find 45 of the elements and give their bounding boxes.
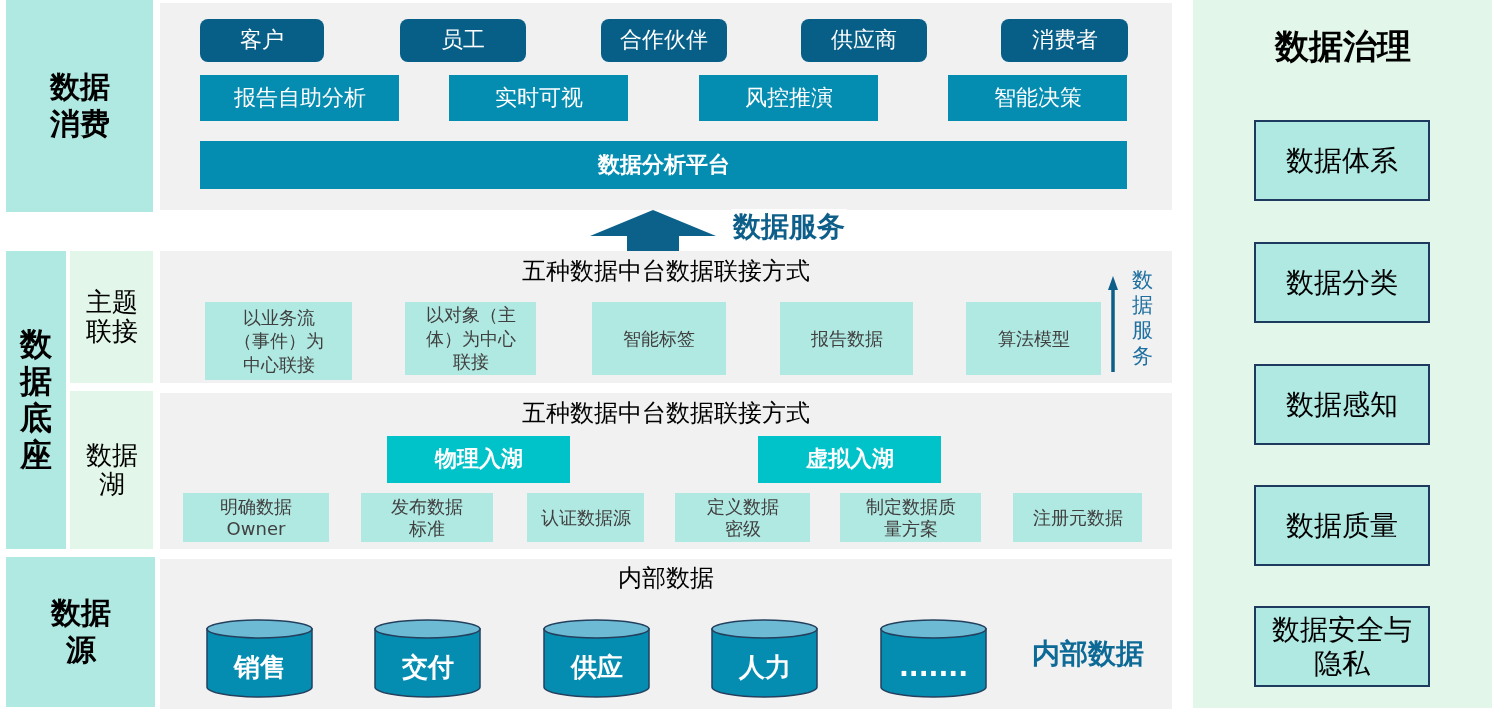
governance-panel xyxy=(1193,0,1492,708)
vertical-label: 数据服务 xyxy=(1131,268,1153,369)
panel-title: 数据治理 xyxy=(1274,26,1411,67)
role-tag: 员工 xyxy=(400,19,526,62)
governance-item-box: 数据分类 xyxy=(1254,242,1430,323)
layer-panel xyxy=(160,251,1172,383)
governance-step-box: 制定数据质量方案 xyxy=(840,493,981,542)
sublayer-label: 数据湖 xyxy=(70,391,153,549)
governance-step-box: 发布数据标准 xyxy=(361,493,493,542)
governance-item-box: 数据体系 xyxy=(1254,120,1430,201)
panel-heading: 内部数据 xyxy=(618,564,714,593)
application-box: 实时可视 xyxy=(449,75,628,121)
governance-item-box: 数据安全与隐私 xyxy=(1254,606,1430,687)
layer-panel xyxy=(160,393,1172,549)
panel-heading: 五种数据中台数据联接方式 xyxy=(522,399,810,428)
layer-label: 数据底座 xyxy=(6,251,66,549)
governance-item-box: 数据质量 xyxy=(1254,485,1430,566)
connection-type-box: 智能标签 xyxy=(592,302,726,375)
connection-type-box: 以业务流（事件）为中心联接 xyxy=(205,302,352,380)
panel-heading: 五种数据中台数据联接方式 xyxy=(522,257,810,286)
lake-mode-box: 虚拟入湖 xyxy=(758,436,941,483)
block-arrow xyxy=(590,210,716,251)
layer-panel xyxy=(160,3,1172,210)
lake-mode-box: 物理入湖 xyxy=(387,436,570,483)
role-tag: 客户 xyxy=(200,19,324,62)
governance-step-box: 注册元数据 xyxy=(1013,493,1142,542)
side-label: 内部数据 xyxy=(1032,637,1144,671)
layer-label: 数据消费 xyxy=(6,0,153,212)
application-box: 智能决策 xyxy=(948,75,1127,121)
governance-item-box: 数据感知 xyxy=(1254,364,1430,445)
governance-step-box: 定义数据密级 xyxy=(675,493,810,542)
role-tag: 合作伙伴 xyxy=(601,19,727,62)
governance-step-box: 明确数据Owner xyxy=(183,493,329,542)
layer-panel xyxy=(160,559,1172,709)
application-box: 风控推演 xyxy=(699,75,878,121)
connection-type-box: 以对象（主体）为中心联接 xyxy=(405,302,536,375)
platform-bar: 数据分析平台 xyxy=(200,141,1127,189)
role-tag: 消费者 xyxy=(1001,19,1128,62)
governance-step-box: 认证数据源 xyxy=(527,493,644,542)
application-box: 报告自助分析 xyxy=(200,75,399,121)
role-tag: 供应商 xyxy=(801,19,927,62)
connection-type-box: 算法模型 xyxy=(966,302,1101,375)
sublayer-label: 主题联接 xyxy=(70,251,153,383)
connection-type-box: 报告数据 xyxy=(780,302,913,375)
layer-label: 数据源 xyxy=(6,557,155,707)
